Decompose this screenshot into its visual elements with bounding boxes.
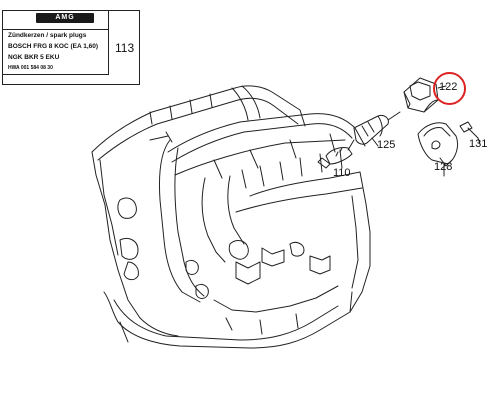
legend-divider <box>108 10 109 74</box>
connector-125 <box>353 111 401 147</box>
legend-border-right <box>139 10 140 85</box>
part-label-131: 131 <box>469 138 488 150</box>
legend-row-ngk: NGK BKR 5 EKU <box>8 54 60 61</box>
spark-plug-110 <box>317 139 355 169</box>
bolt-131 <box>459 121 481 145</box>
legend-row-bosch: BOSCH FRG 8 KOC (EA 1,60) <box>8 43 99 50</box>
legend-border-bottom <box>2 84 140 85</box>
amg-logo: AMG <box>36 13 94 23</box>
legend-bottom-divider <box>2 74 109 75</box>
legend-border-left <box>2 10 3 85</box>
highlight-circle-122 <box>433 72 466 105</box>
legend-box-number: 113 <box>115 41 135 55</box>
engine-block <box>91 85 371 349</box>
part-label-125: 125 <box>377 139 396 151</box>
part-label-110: 110 <box>333 167 351 179</box>
legend-title: Zündkerzen / spark plugs <box>8 32 87 39</box>
legend-border-top <box>2 10 140 11</box>
legend-row-part-number: HWA 001 584 08 30 <box>8 65 53 71</box>
legend-separator <box>2 29 109 30</box>
bracket-128 <box>417 122 459 177</box>
part-label-128: 128 <box>434 161 453 173</box>
